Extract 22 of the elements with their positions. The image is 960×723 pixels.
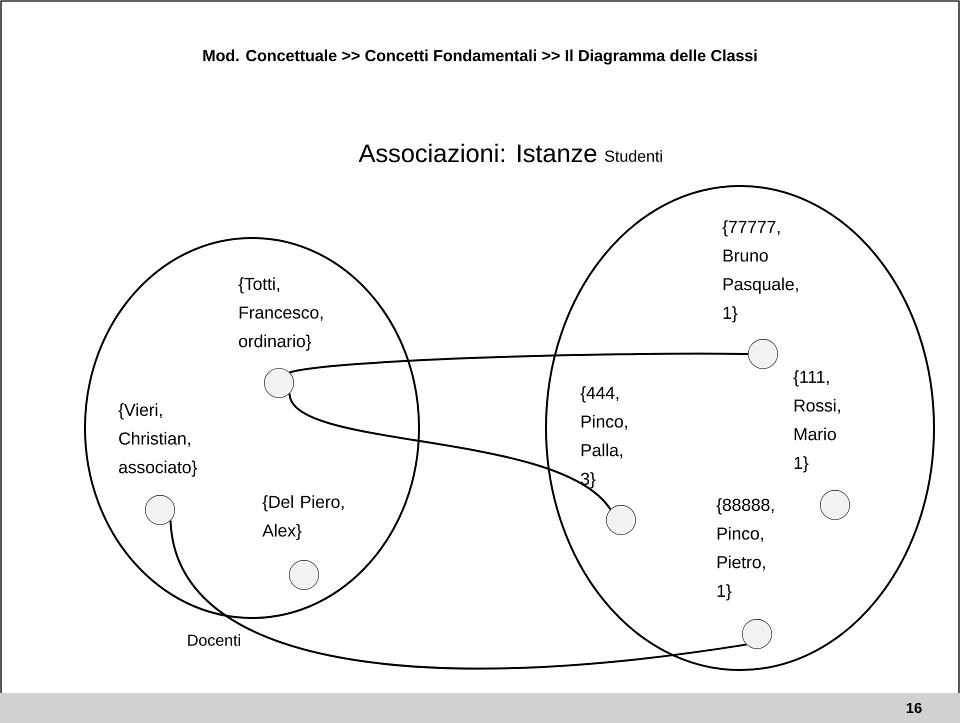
slide-title: Associazioni: Istanze xyxy=(358,144,596,162)
instance-label: {111, Rossi, Mario 1} xyxy=(794,370,840,472)
instance-circle xyxy=(264,368,294,398)
instance-circle xyxy=(742,619,772,649)
instance-circle xyxy=(748,339,778,369)
node-label: Studenti xyxy=(605,150,662,162)
instance-circle xyxy=(606,505,636,535)
node-label: Docenti xyxy=(188,634,240,646)
instance-label: {Totti, Francesco, ordinario} xyxy=(238,277,322,351)
association-line xyxy=(170,520,747,670)
association-line xyxy=(289,352,748,374)
instance-label: {Vieri, Christian, associato} xyxy=(118,403,197,477)
breadcrumb: Mod. Concettuale >> Concetti Fondamentali >> Il Diagramma delle Classi xyxy=(203,50,757,64)
instance-label: {88888, Pinco, Pietro, 1} xyxy=(716,498,774,600)
instance-label: {77777, Bruno Pasquale, 1} xyxy=(722,220,798,322)
instance-circle xyxy=(820,490,850,520)
instance-label: {444, Pinco, Palla, 3} xyxy=(580,386,627,488)
instance-circle xyxy=(145,495,175,525)
instance-label: {Del Piero, Alex} xyxy=(262,495,344,540)
page-number: 16 xyxy=(906,702,922,714)
association-line xyxy=(288,393,612,510)
instance-circle xyxy=(289,560,319,590)
